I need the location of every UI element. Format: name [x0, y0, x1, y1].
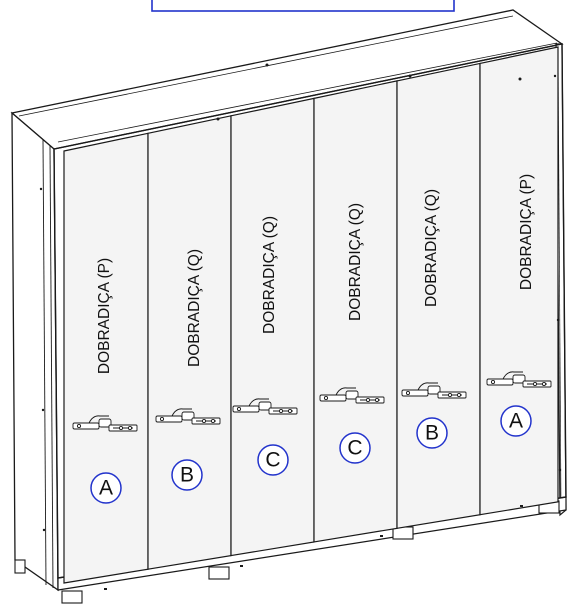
door-1: DOBRADIÇA (P) A [63, 132, 149, 584]
header-box [151, 0, 455, 12]
front-frame [53, 43, 567, 579]
marker-circle [257, 444, 289, 476]
marker-circle [339, 432, 371, 464]
marker-circle [90, 472, 122, 504]
marker-letter: C [265, 449, 280, 472]
door-panel [479, 46, 559, 516]
hinge-label: DOBRADIÇA (P) [96, 258, 113, 374]
door-2: DOBRADIÇA (Q) B [147, 115, 232, 570]
hinge-label: DOBRADIÇA (Q) [261, 216, 278, 334]
marker-letter: A [509, 410, 523, 433]
door-4: DOBRADIÇA (Q) C [313, 80, 398, 543]
marker-letter: A [99, 477, 113, 500]
marker-circle [416, 417, 448, 449]
marker-circle [500, 405, 532, 437]
door-5: DOBRADIÇA (Q) B [396, 62, 481, 530]
door-6: DOBRADIÇA (P) A [479, 46, 559, 516]
hinge-label: DOBRADIÇA (Q) [347, 203, 364, 321]
marker-letter: C [347, 437, 362, 460]
gap-marks [104, 505, 523, 590]
marker-letter: B [180, 464, 194, 487]
screw-dots [39, 63, 562, 532]
hinge-icon [486, 371, 552, 388]
hinge-icon [72, 415, 138, 432]
hinge-icon [319, 387, 385, 404]
hinge-label: DOBRADIÇA (Q) [423, 189, 440, 307]
door-3: DOBRADIÇA (Q) C [230, 97, 315, 557]
hinge-label: DOBRADIÇA (Q) [186, 249, 203, 367]
hinge-icon [232, 398, 298, 415]
marker-letter: B [425, 422, 439, 445]
marker-circle [171, 459, 203, 491]
hinge-label: DOBRADIÇA (P) [518, 174, 535, 290]
hinge-icon [401, 382, 467, 399]
hinge-icon [155, 408, 221, 425]
